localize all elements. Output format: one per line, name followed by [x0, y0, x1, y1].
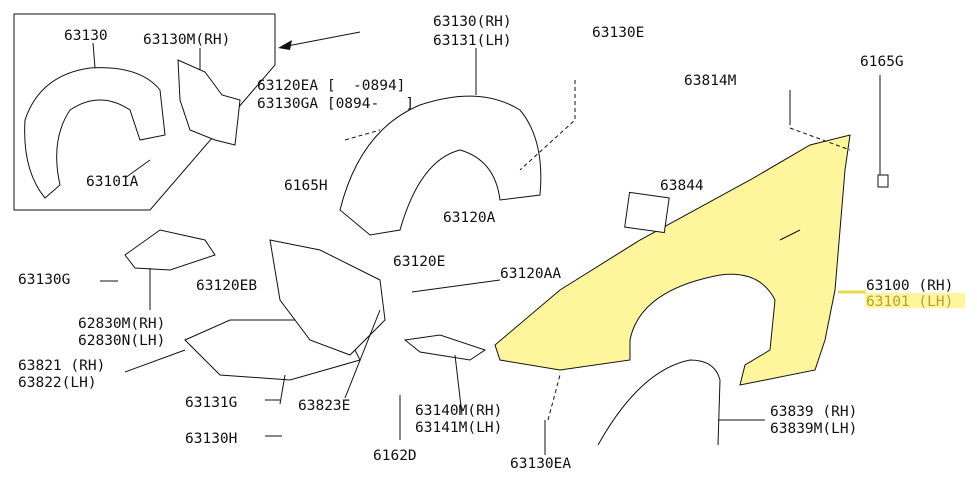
label-63120ea: 63120EA [ -0894]: [257, 78, 405, 94]
label-63130ga: 63130GA [0894- ]: [257, 96, 414, 112]
fender-liner: [339, 95, 542, 236]
label-63130h: 63130H: [185, 431, 237, 447]
inset-liner-rh: [177, 59, 241, 146]
label-63120aa: 63120AA: [500, 266, 561, 282]
label-63120a: 63120A: [443, 210, 496, 226]
highlight-bar: [865, 293, 965, 308]
arrow-head-icon: [278, 40, 292, 50]
label-6165h: 6165H: [284, 178, 328, 194]
label-63130g: 63130G: [18, 272, 70, 288]
label-63839m: 63839M(LH): [770, 421, 857, 437]
label-63822: 63822(LH): [18, 375, 97, 391]
label-63120eb: 63120EB: [196, 278, 257, 294]
inset-arrow: [281, 31, 361, 48]
label-63131g: 63131G: [185, 395, 237, 411]
splash-guard: [269, 239, 386, 356]
label-63814m: 63814M: [684, 73, 737, 89]
label-63823e: 63823E: [298, 398, 350, 414]
label-63130: 63130: [64, 28, 108, 44]
front-fender-highlighted[interactable]: [494, 134, 851, 386]
bracket-62830: [124, 229, 216, 271]
label-63131-lh: 63131(LH): [433, 33, 512, 49]
bolt-6165g: [877, 174, 889, 188]
label-63130m: 63130M(RH): [143, 32, 230, 48]
bracket-63140m: [403, 334, 487, 361]
label-63130-rh: 63130(RH): [433, 14, 512, 30]
inset-fender-liner: [24, 67, 166, 199]
label-63130e: 63130E: [592, 25, 644, 41]
label-62830n: 62830N(LH): [78, 333, 165, 349]
label-63141m: 63141M(LH): [415, 420, 502, 436]
label-6165g: 6165G: [860, 54, 904, 70]
label-63101-lh[interactable]: 63101 (LH): [866, 294, 953, 310]
label-62830m: 62830M(RH): [78, 316, 165, 332]
label-63100-rh[interactable]: 63100 (RH): [866, 278, 953, 294]
label-63130ea: 63130EA: [510, 456, 571, 472]
label-63120e: 63120E: [393, 254, 445, 270]
label-63101a: 63101A: [86, 174, 139, 190]
label-63844: 63844: [660, 178, 704, 194]
label-63140m: 63140M(RH): [415, 403, 502, 419]
fender-pad-63844: [624, 191, 670, 234]
fender-protector-63839: [597, 359, 721, 446]
label-63821: 63821 (RH): [18, 358, 105, 374]
label-63839: 63839 (RH): [770, 404, 857, 420]
label-6162d: 6162D: [373, 448, 417, 464]
